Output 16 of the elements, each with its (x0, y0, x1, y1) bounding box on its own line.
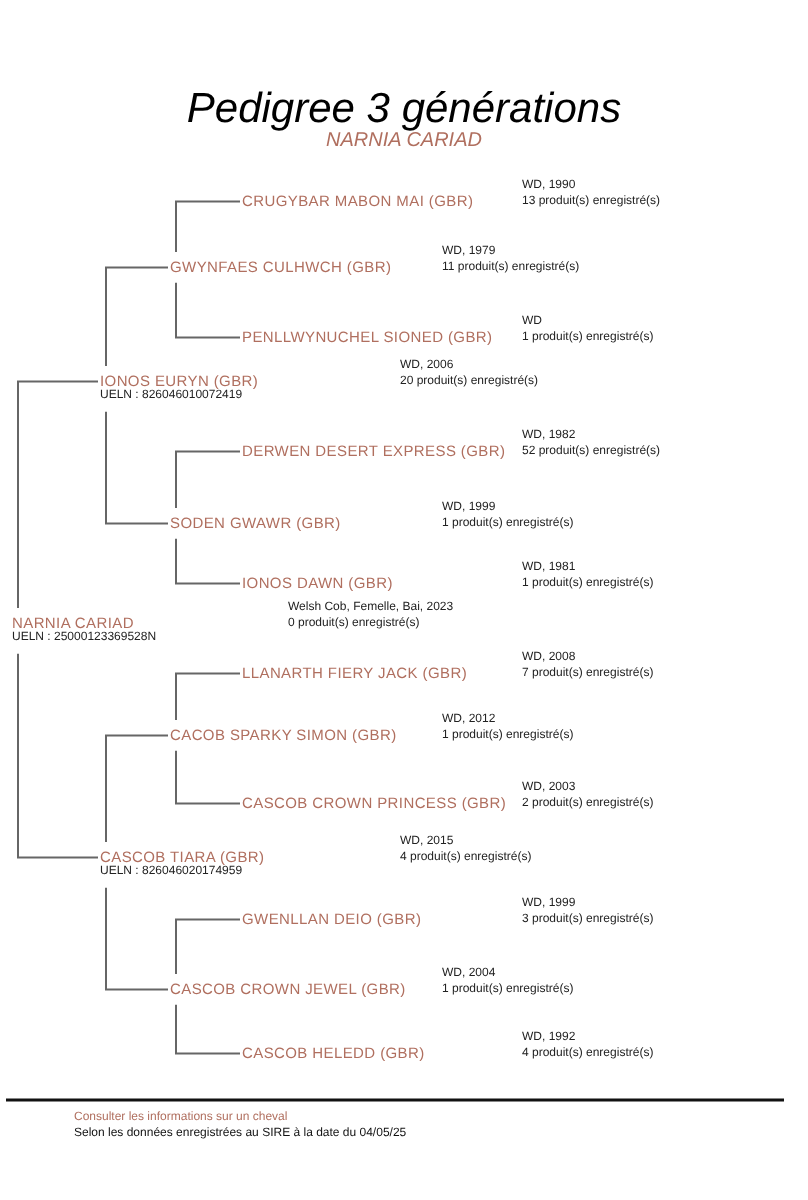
connector-line (175, 450, 241, 509)
connector-line (17, 652, 99, 859)
page-title: Pedigree 3 générations (186, 86, 622, 132)
connector-line (175, 281, 241, 339)
connector-line (175, 200, 241, 253)
connector-line (105, 886, 169, 991)
connector-line (175, 537, 241, 585)
connector-line (175, 749, 241, 805)
connector-line (175, 672, 241, 721)
connector-line (17, 380, 99, 609)
connector-line (105, 410, 169, 525)
connector-line (105, 266, 169, 367)
subtitle: NARNIA CARIAD (326, 130, 482, 152)
connector-line (175, 1003, 241, 1055)
connector-line (105, 734, 169, 843)
connector-line (175, 918, 241, 975)
